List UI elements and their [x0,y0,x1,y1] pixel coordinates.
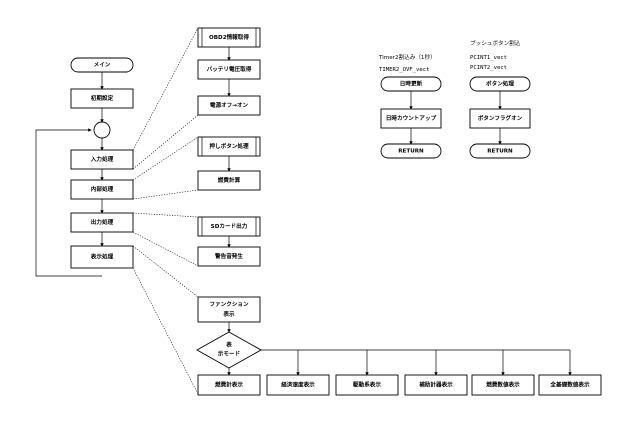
alarm-process: 警告音発生 [197,246,261,267]
alarm-label: 警告音発生 [214,252,243,260]
mode-label-line1: 表 [225,341,232,349]
function-label-line2: 表示 [222,310,235,318]
mode-fuel-meter-label: 燃費計表示 [215,381,243,389]
mode-box-fuel-meter: 燃費計表示 [197,374,261,396]
button-flag-process: ボタンフラグオン [469,108,531,129]
display-label: 表示処理 [90,253,114,261]
button-start-terminal: ボタン処理 [469,76,531,92]
fuel-calc-label: 燃費計算 [218,176,241,184]
timer-return-label: RETURN [398,149,424,155]
fuel-calc-process: 燃費計算 [197,170,261,191]
output-label: 出力処理 [91,218,114,226]
init-process: 初期設定 [70,88,134,109]
loop-connector [93,121,111,139]
mode-box-economy-speed: 経済速度表示 [266,374,330,396]
button-return-label: RETURN [487,149,513,155]
mode-drivetrain-label: 駆動系表示 [353,381,381,389]
init-label: 初期設定 [91,94,114,102]
timer-start-terminal: 日時更新 [380,76,442,92]
function-display-process: ファンクション 表示 [197,296,261,323]
timer-countup-process: 日時カウントアップ [380,108,442,129]
function-label-line1: ファンクション [209,300,249,308]
sd-label: SDカード出力 [211,222,248,230]
push-subroutine: 押しボタン処理 [197,136,261,157]
timer-return-terminal: RETURN [380,143,442,159]
mode-all-basic-label: 全基礎数値表示 [549,381,590,389]
push-label: 押しボタン処理 [209,142,249,150]
internal-label: 内部処理 [91,185,114,193]
mode-fuel-numeric-label: 燃費数値表示 [486,381,520,389]
timer-step2-label: 日時カウントアップ [386,114,437,122]
mode-economy-speed-label: 経済速度表示 [281,381,315,389]
battery-label: バッテリ電圧取得 [207,65,252,73]
button-step1-label: ボタン処理 [486,80,514,88]
power-label: 電源オフ→オン [210,101,249,109]
mode-box-drivetrain: 駆動系表示 [335,374,399,396]
timer-title: Timer2割込み（1秒） [378,53,436,61]
button-vector1: PCINT1_vect [470,55,507,61]
button-title: プッシュボタン割込 [470,39,521,47]
timer-vector: TIMER2_OVF_vect [379,67,430,73]
mode-box-fuel-numeric: 燃費数値表示 [471,374,535,396]
power-process: 電源オフ→オン [197,95,261,116]
main-start-label: メイン [94,62,111,69]
obd2-subroutine: OBD2情報取得 [197,27,261,48]
timer-step1-label: 日時更新 [400,80,423,88]
button-return-terminal: RETURN [469,143,531,159]
internal-process: 内部処理 [70,179,134,200]
input-process: 入力処理 [70,149,134,170]
input-label: 入力処理 [90,155,114,163]
output-process: 出力処理 [70,212,134,233]
button-step2-label: ボタンフラグオン [478,114,523,122]
sd-subroutine: SDカード出力 [197,216,261,237]
mode-box-all-basic: 全基礎数値表示 [538,374,602,396]
mode-label-line2: 示モード [218,351,241,358]
display-process: 表示処理 [70,245,134,269]
button-vector2: PCINT2_vect [470,65,507,71]
battery-process: バッテリ電圧取得 [197,59,261,80]
mode-aux-gauge-label: 補助計器表示 [418,381,453,389]
mode-box-aux-gauge: 補助計器表示 [404,374,468,396]
main-start-terminal: メイン [70,57,134,73]
mode-decision: 表 示モード [196,331,262,369]
obd2-label: OBD2情報取得 [209,33,249,41]
